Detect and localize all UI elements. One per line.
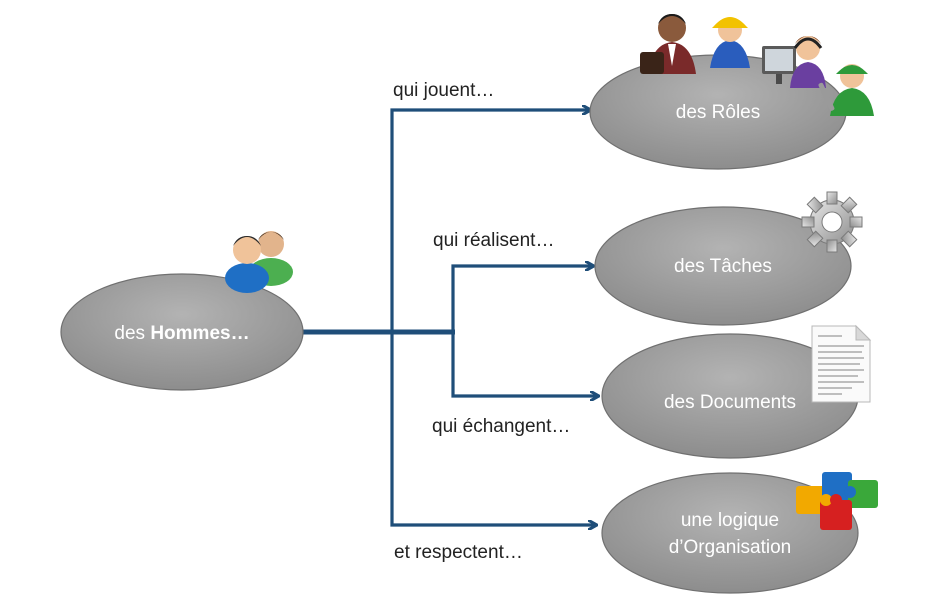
target-label-organisation-line2: d’Organisation — [669, 537, 792, 558]
target-label-taches: des Tâches — [674, 256, 772, 277]
target-label-documents: des Documents — [664, 392, 796, 413]
edge-label-realisent: qui réalisent… — [433, 230, 554, 251]
target-label-organisation-line1: une logique — [681, 510, 779, 531]
source-node-hommes: des Hommes… — [60, 273, 304, 391]
puzzle-icon — [796, 472, 878, 530]
people-roles-icon — [640, 14, 874, 116]
gear-icon — [801, 191, 863, 253]
edge-label-respectent: et respectent… — [394, 542, 523, 563]
edge-arrow-roles — [390, 110, 590, 332]
target-node-taches: des Tâches — [594, 206, 852, 326]
edge-arrow-taches — [451, 266, 593, 332]
edge-label-echangent: qui échangent… — [432, 416, 570, 437]
target-node-organisation: une logique d’Organisation — [601, 472, 859, 594]
source-node-label: des Hommes… — [114, 323, 249, 344]
mechanic-icon — [818, 64, 874, 116]
edge-arrow-documents — [451, 332, 598, 396]
connectors — [302, 110, 598, 525]
worker-helmet-icon — [710, 17, 750, 68]
target-label-roles: des Rôles — [676, 102, 761, 123]
operator-headset-icon — [762, 36, 826, 88]
businessman-icon — [640, 14, 696, 74]
people-icon — [225, 231, 293, 293]
edge-label-jouent: qui jouent… — [393, 80, 494, 101]
document-icon — [811, 324, 872, 403]
edge-arrow-organisation — [390, 332, 596, 525]
target-node-documents: des Documents — [601, 333, 859, 459]
